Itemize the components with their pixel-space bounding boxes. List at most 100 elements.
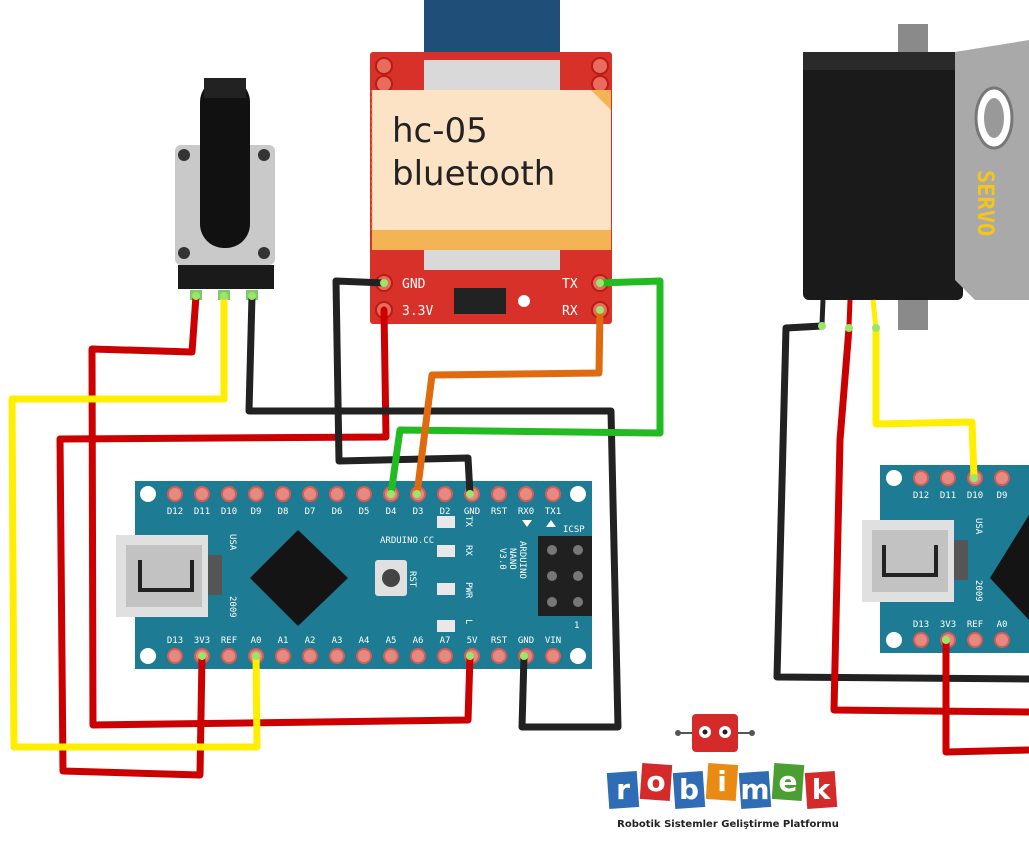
wire-endpoint xyxy=(387,490,395,498)
pin-label: A0 xyxy=(251,636,262,646)
pin-label: D10 xyxy=(221,507,237,517)
logo-letter-tile xyxy=(804,770,838,810)
pin-label: A0 xyxy=(997,620,1008,630)
pin-pad xyxy=(221,648,237,664)
wire-endpoint xyxy=(596,279,604,287)
pin-pad xyxy=(329,486,345,502)
bt-pin-rx: RX xyxy=(562,304,578,319)
pin-pad xyxy=(491,648,507,664)
pin-label: TX1 xyxy=(545,507,561,517)
note-line-2: bluetooth xyxy=(392,154,555,194)
wire-bt-tx-green xyxy=(387,277,664,498)
nano-usa-label: USA xyxy=(227,534,237,551)
pin-pad xyxy=(248,486,264,502)
pin-pad xyxy=(356,648,372,664)
wire-endpoint xyxy=(198,652,206,660)
pin-label: D7 xyxy=(305,507,316,517)
pin-pad xyxy=(437,486,453,502)
pin-pad xyxy=(275,486,291,502)
pin-label: GND xyxy=(518,636,534,646)
pin-label: GND xyxy=(464,507,480,517)
pin-pad xyxy=(545,648,561,664)
pin-label: 3V3 xyxy=(940,620,956,630)
logo-letter: k xyxy=(812,773,832,806)
wire-pot-yellow xyxy=(8,292,261,751)
pin-label: D11 xyxy=(194,507,210,517)
pin-pad xyxy=(194,486,210,502)
wire-endpoint xyxy=(596,306,604,314)
pin-label: D10 xyxy=(967,491,983,501)
pin-label: D9 xyxy=(251,507,262,517)
wire-endpoint xyxy=(942,636,950,644)
pin-pad xyxy=(329,648,345,664)
pin-pad xyxy=(913,632,929,648)
logo-letter: i xyxy=(717,765,727,798)
wire-endpoint xyxy=(466,652,474,660)
pin-pad xyxy=(167,486,183,502)
pin-pad xyxy=(383,648,399,664)
pin-label: D11 xyxy=(940,491,956,501)
pin-pad xyxy=(545,486,561,502)
wire-endpoint xyxy=(970,474,978,482)
note-line-1: hc-05 xyxy=(392,111,488,151)
pin-label: RST xyxy=(491,636,508,646)
pin-pad xyxy=(302,486,318,502)
pin-label: REF xyxy=(967,620,983,630)
pin-pad xyxy=(221,486,237,502)
bluetooth-note: hc-05 bluetooth xyxy=(371,90,611,250)
pin-label: A3 xyxy=(332,636,343,646)
bt-pin-tx: TX xyxy=(562,277,578,292)
logo-tagline: Robotik Sistemler Geliştirme Platformu xyxy=(617,819,839,830)
potentiometer xyxy=(175,78,275,300)
pin-pad xyxy=(275,648,291,664)
wire-pot-black xyxy=(245,292,622,731)
nano-arduino-cc: ARDUINO.CC xyxy=(380,536,434,546)
wire-endpoint xyxy=(845,324,853,332)
pin-label: A5 xyxy=(386,636,397,646)
pin-label: D12 xyxy=(167,507,183,517)
wire-endpoint xyxy=(818,322,826,330)
logo-letter-tile xyxy=(705,762,739,802)
pin-label: A1 xyxy=(278,636,289,646)
wire-bt-gnd-black xyxy=(332,277,474,498)
pin-label: D4 xyxy=(386,507,397,517)
robot-head-icon xyxy=(692,714,738,752)
logo-letter: m xyxy=(740,773,769,806)
wire-endpoint xyxy=(220,292,228,300)
pin-label: 3V3 xyxy=(194,636,210,646)
nano-icsp-pin1: 1 xyxy=(574,621,579,631)
wire-endpoint xyxy=(248,292,256,300)
logo-letter-tile xyxy=(771,762,805,802)
pin-label: RX0 xyxy=(518,507,534,517)
wire-endpoint xyxy=(252,652,260,660)
wire-endpoint xyxy=(872,324,880,332)
pin-label: D2 xyxy=(440,507,451,517)
pin-pad xyxy=(491,486,507,502)
pin-pad xyxy=(437,648,453,664)
pin-pad xyxy=(994,632,1010,648)
logo-letter-tile xyxy=(738,770,772,810)
wire-servo-red xyxy=(830,324,1029,716)
pin-pad xyxy=(410,648,426,664)
pin-label: A2 xyxy=(305,636,316,646)
bt-pin-33v: 3.3V xyxy=(402,304,433,319)
logo-letter-tile xyxy=(606,770,640,810)
pin-pad xyxy=(167,648,183,664)
wire-3v3-red-right xyxy=(942,636,1029,756)
nano-model-line3: V3.0 xyxy=(497,548,507,570)
pin-label: D13 xyxy=(913,620,929,630)
logo-letter: r xyxy=(616,773,630,806)
logo-letter: e xyxy=(779,765,798,798)
pin-label: D8 xyxy=(278,507,289,517)
bt-pin-gnd: GND xyxy=(402,277,426,292)
wire-endpoint xyxy=(192,292,200,300)
wire-endpoint xyxy=(380,279,388,287)
nano2-usa-label: USA xyxy=(973,518,983,535)
pin-label: D6 xyxy=(332,507,343,517)
pin-label: RST xyxy=(491,507,508,517)
logo-letter-tile xyxy=(639,762,673,802)
